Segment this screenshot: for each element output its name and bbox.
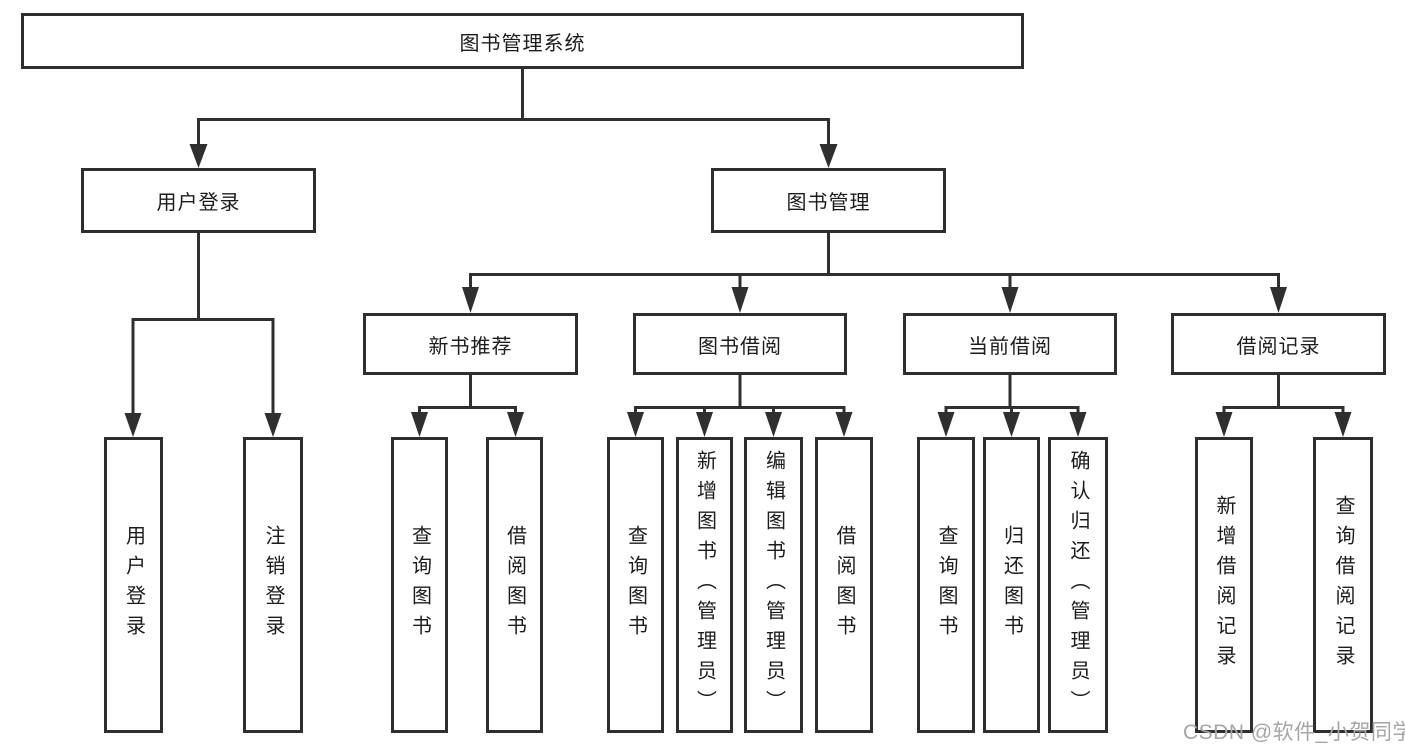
- node-borrow-records: 借阅记录: [1171, 313, 1386, 375]
- leaf-borrow-books: 借阅图书: [815, 437, 873, 733]
- leaf-query-books-borrowing: 查询图书: [607, 437, 664, 733]
- leaf-query-books-current: 查询图书: [917, 437, 975, 733]
- node-new-book-recommend: 新书推荐: [363, 313, 578, 375]
- node-user-login: 用户登录: [81, 168, 316, 233]
- leaf-add-borrow-record: 新增借阅记录: [1195, 437, 1253, 733]
- node-library-management-system: 图书管理系统: [21, 13, 1024, 69]
- connector-bookmgmt-to-level3: [462, 231, 1287, 313]
- leaf-query-borrow-record: 查询借阅记录: [1313, 437, 1373, 733]
- leaf-confirm-return-admin: 确认归还（管理员）: [1048, 437, 1108, 733]
- node-current-borrowing: 当前借阅: [903, 313, 1117, 375]
- leaf-return-books: 归还图书: [983, 437, 1040, 733]
- leaf-borrow-books-recommend: 借阅图书: [486, 437, 543, 733]
- connector-newbook-to-leaves: [411, 373, 524, 437]
- connector-current-to-leaves: [937, 373, 1087, 437]
- connector-root-to-level2: [189, 67, 838, 168]
- leaf-user-login: 用户登录: [104, 437, 163, 733]
- connector-userlogin-to-leaves: [124, 231, 282, 437]
- node-book-borrowing: 图书借阅: [633, 313, 847, 375]
- csdn-watermark: CSDN @软件_小贺同学: [1183, 721, 1405, 744]
- leaf-edit-book-admin: 编辑图书（管理员）: [744, 437, 803, 733]
- connector-records-to-leaves: [1215, 373, 1352, 437]
- leaf-query-books-recommend: 查询图书: [391, 437, 448, 733]
- leaf-logout: 注销登录: [243, 437, 303, 733]
- node-book-management: 图书管理: [711, 168, 946, 233]
- connector-borrow-to-leaves: [627, 373, 853, 437]
- leaf-add-book-admin: 新增图书（管理员）: [676, 437, 733, 733]
